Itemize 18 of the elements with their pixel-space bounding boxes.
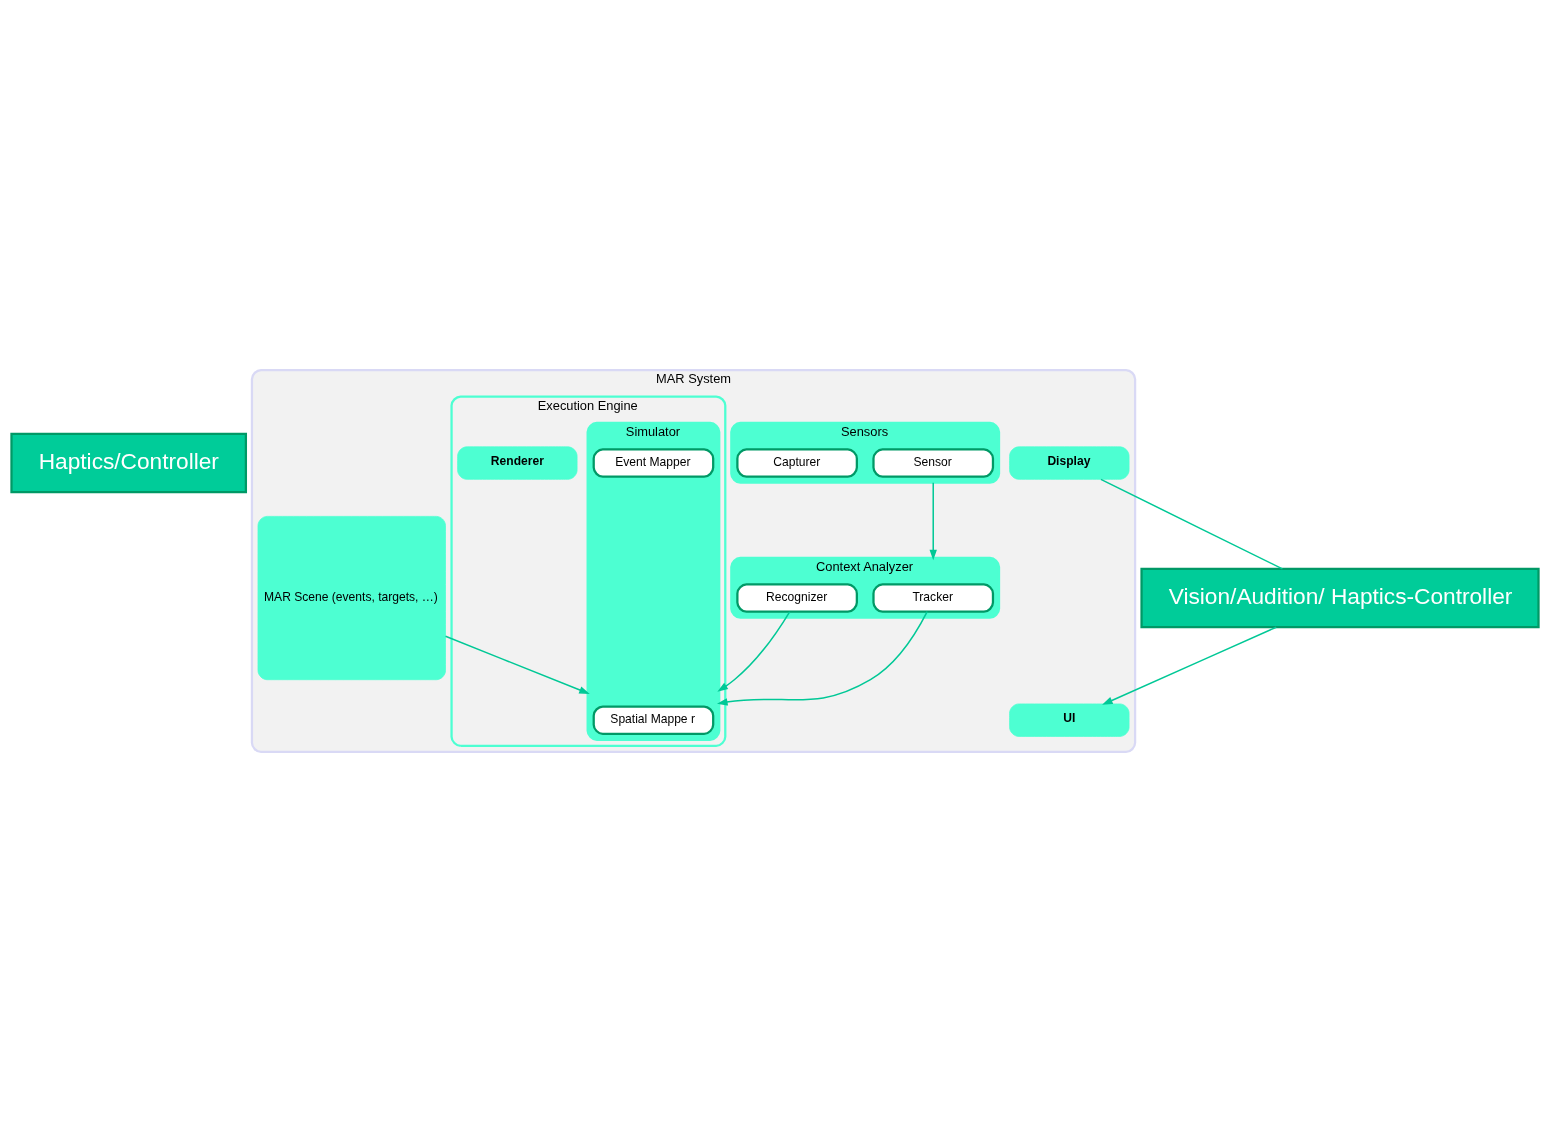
- node-box: Tracker: [872, 582, 995, 613]
- arrow: [716, 610, 928, 706]
- node-box: UI: [1009, 703, 1130, 737]
- node-box: Vision/Audition/ Haptics-Controller: [1140, 567, 1540, 628]
- arrow: [929, 481, 937, 560]
- connector: [1100, 478, 1284, 570]
- node-box: Recognizer: [736, 582, 858, 613]
- node-box: Renderer: [457, 445, 578, 480]
- node-box: Sensor: [872, 447, 995, 478]
- node-box: Spatial Mappe r: [592, 704, 715, 735]
- node-box: Event Mapper: [592, 447, 715, 478]
- node-box: Display: [1009, 445, 1130, 480]
- node-box: Haptics/Controller: [10, 432, 248, 493]
- arrow: [444, 635, 590, 694]
- arrow: [717, 610, 791, 692]
- arrow: [1102, 626, 1277, 705]
- node-box: Capturer: [736, 447, 858, 478]
- node-box: MAR Scene (events, targets, …): [257, 515, 446, 680]
